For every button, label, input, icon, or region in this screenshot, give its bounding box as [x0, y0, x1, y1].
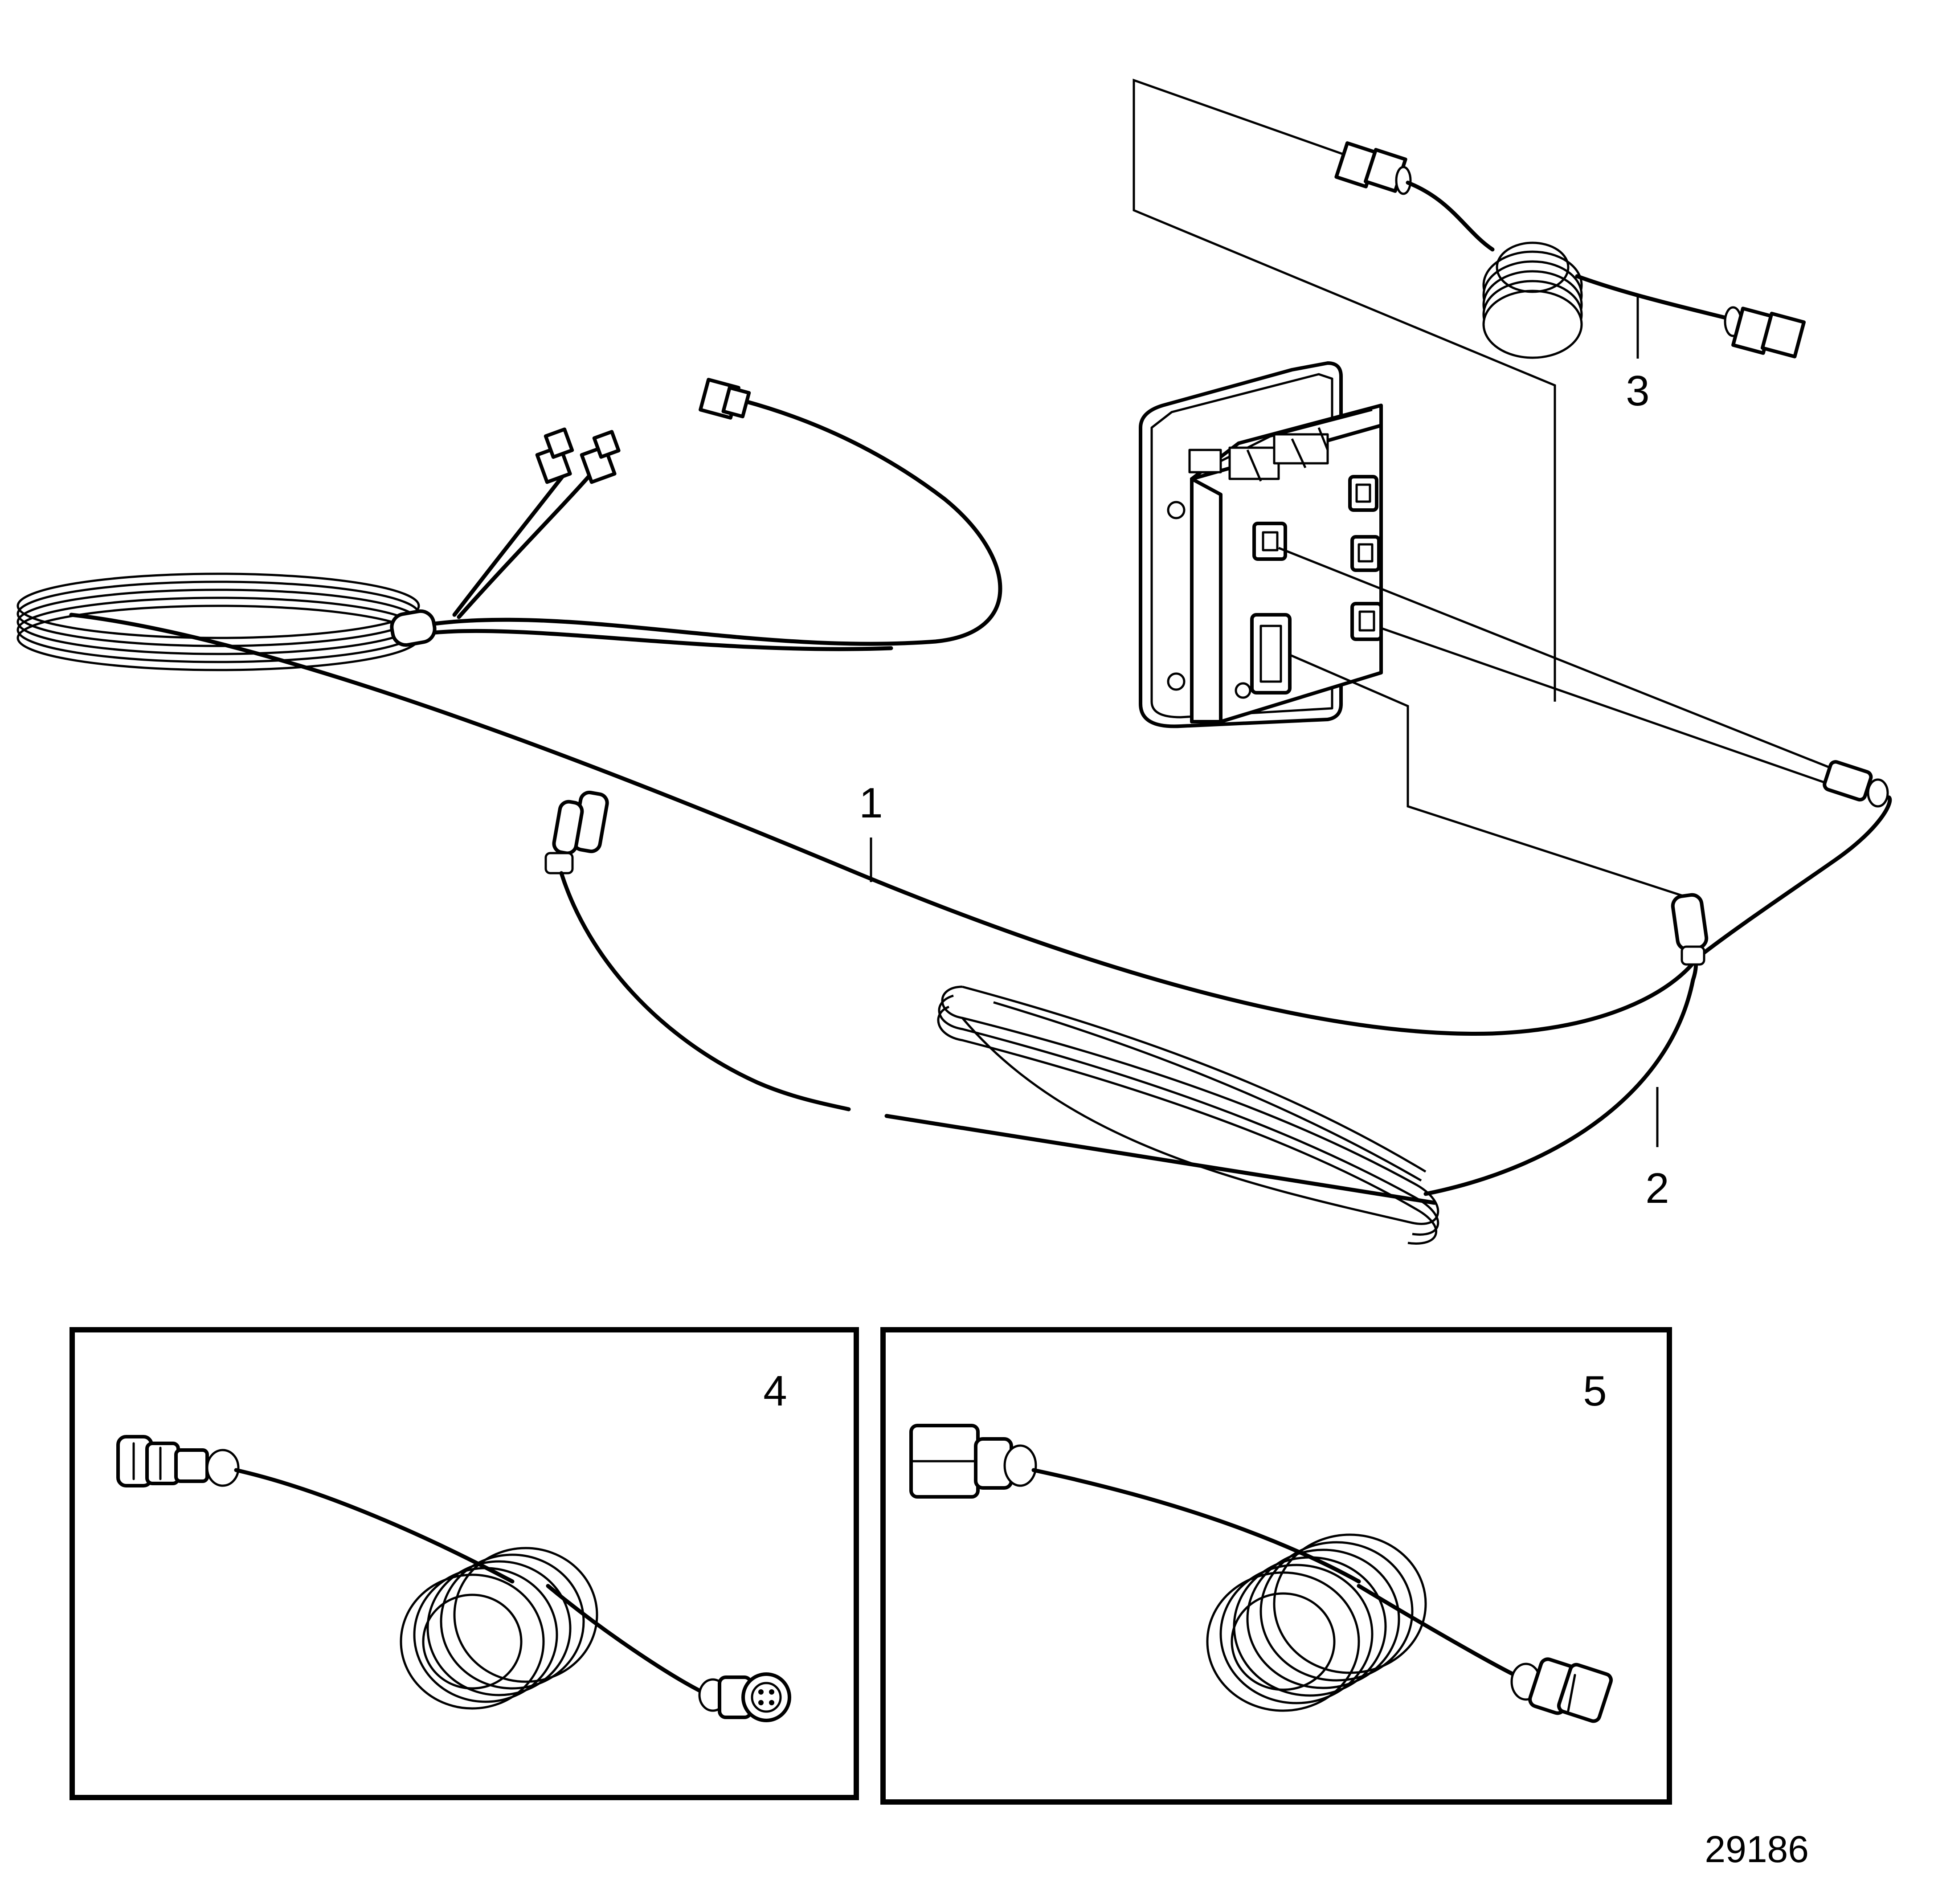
part-1-connector-top [699, 378, 751, 420]
part-3-extension-cable [1133, 78, 1806, 702]
figure-number: 29186 [1705, 1828, 1809, 1870]
part-2-connector-left [544, 790, 609, 874]
part-1-connector-right [1823, 760, 1889, 808]
control-unit-socket-3 [1350, 535, 1381, 572]
part-3-leader-frame [1133, 78, 1556, 702]
inset-part-4: 4 [70, 1327, 859, 1800]
inset-4-frame [70, 1327, 859, 1800]
control-unit-socket-2 [1348, 475, 1378, 512]
part-5-cable-coil [1206, 1533, 1427, 1712]
control-unit-socket-large [1250, 613, 1292, 695]
part-1-connector-pair-a [535, 427, 574, 484]
part-1-connector-pair-b [580, 430, 621, 484]
part-2-connector-right [1671, 893, 1709, 966]
control-unit-socket-4 [1350, 602, 1383, 641]
part-3-connector-a [1334, 141, 1412, 195]
control-unit [1139, 361, 1849, 899]
part-2-cable-coil [937, 985, 1439, 1245]
inset-part-5: 5 [880, 1327, 1672, 1805]
part-1-junction-sleeve [390, 609, 437, 647]
callout-4: 4 [763, 1367, 787, 1415]
callout-5: 5 [1583, 1367, 1607, 1415]
part-3-cable-coil [1482, 241, 1583, 359]
part-4-connector-left [116, 1435, 240, 1487]
part-5-connector-right [1510, 1657, 1613, 1723]
callout-3: 3 [1626, 367, 1649, 415]
part-4-cable-coil [400, 1547, 598, 1710]
part-1-cable-coil [16, 572, 420, 671]
inset-5-frame [880, 1327, 1672, 1805]
callout-2: 2 [1645, 1164, 1669, 1212]
part-3-connector-b [1724, 306, 1806, 359]
callout-1: 1 [859, 779, 883, 827]
part-4-connector-right [698, 1672, 791, 1722]
part-2-harness [544, 790, 1709, 1245]
part-5-connector-left [909, 1424, 1037, 1499]
control-unit-socket-1 [1252, 522, 1287, 561]
part-1-main-harness [16, 378, 1892, 1036]
